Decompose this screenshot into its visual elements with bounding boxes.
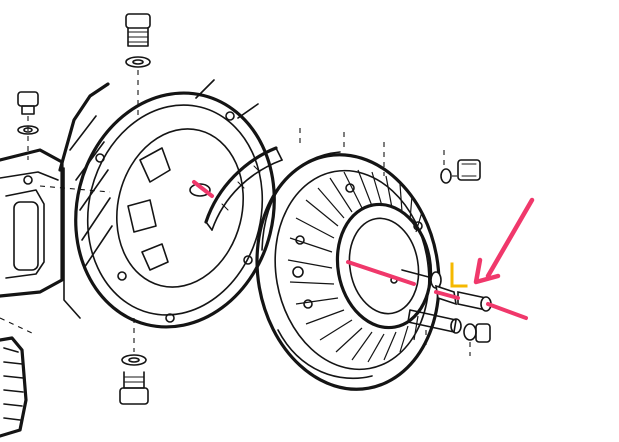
brake-shoe [204,128,345,231]
length-bracket [450,262,468,288]
housing-block [0,148,111,298]
gear-fragment [0,317,35,438]
bolt-lower-right [407,309,491,356]
housing-fins [58,82,113,319]
pink-arrow-icon [473,197,535,285]
bottom-plug [119,318,149,405]
flange-ring [74,79,276,329]
bolt-upper-right [383,142,481,184]
brake-drum [255,151,441,391]
cap-screw-left [17,91,39,160]
drum-fins [287,169,423,363]
pin-highlight [192,180,528,320]
top-plug [125,13,151,120]
